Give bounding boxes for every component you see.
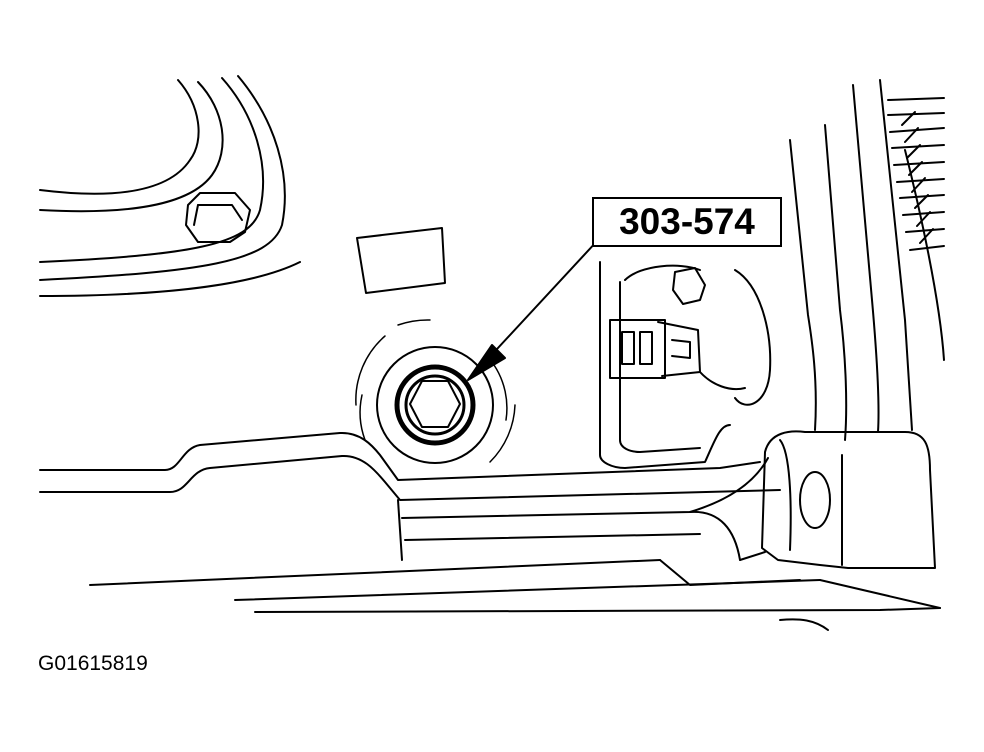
sensor-connector [599,261,772,469]
mounting-bracket [689,430,936,569]
right-block-with-fins [789,79,945,441]
drain-plug [355,319,516,464]
upper-left-housing [39,75,301,297]
hex-bolt-upper [185,192,251,243]
callout-arrow [467,239,599,381]
square-pad [356,227,446,294]
figure-id-label: G01615819 [38,652,148,675]
tool-callout-label: 303-574 [592,197,782,247]
